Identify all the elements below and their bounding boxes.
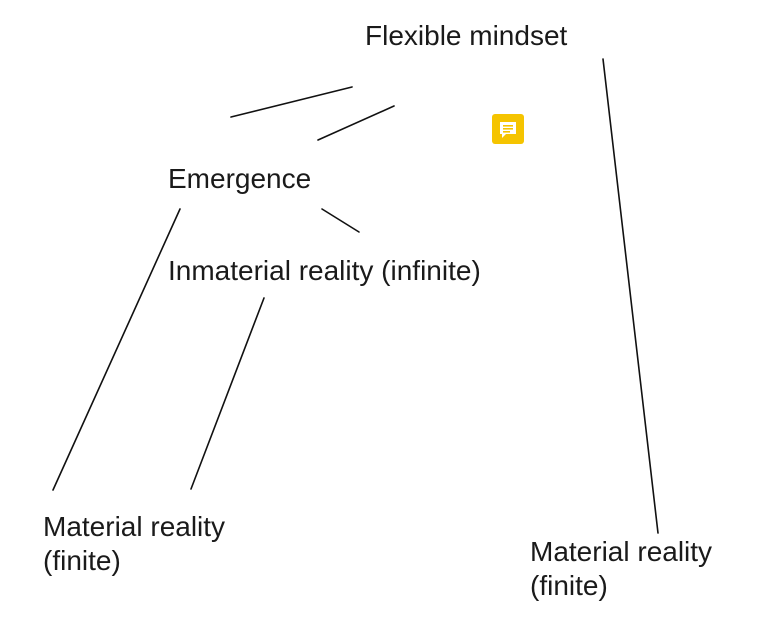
- connector-emergence-to-material-left: [52, 208, 181, 491]
- connector-flexible-to-material-right: [602, 58, 659, 534]
- comment-icon[interactable]: [492, 114, 524, 144]
- node-label-line1: Material reality: [530, 536, 713, 567]
- node-label: Inmaterial reality (infinite): [168, 255, 481, 286]
- connector-flexible-to-emergence-upper: [230, 86, 353, 118]
- connector-inmaterial-to-material-left: [190, 297, 265, 490]
- node-inmaterial-reality: Inmaterial reality (infinite): [168, 254, 481, 288]
- node-material-reality-right: Material reality (finite): [530, 535, 712, 603]
- node-label-line2: (finite): [43, 545, 121, 576]
- connector-flexible-to-emergence-lower: [317, 105, 395, 141]
- node-material-reality-left: Material reality (finite): [43, 510, 225, 578]
- node-flexible-mindset: Flexible mindset: [365, 19, 567, 53]
- connector-emergence-to-inmaterial: [321, 208, 360, 233]
- node-label-line2: (finite): [530, 570, 608, 601]
- node-label-line1: Material reality: [43, 511, 226, 542]
- node-emergence: Emergence: [168, 162, 311, 196]
- comment-glyph: [500, 122, 516, 138]
- node-label: Emergence: [168, 163, 312, 194]
- node-label: Flexible mindset: [365, 20, 568, 51]
